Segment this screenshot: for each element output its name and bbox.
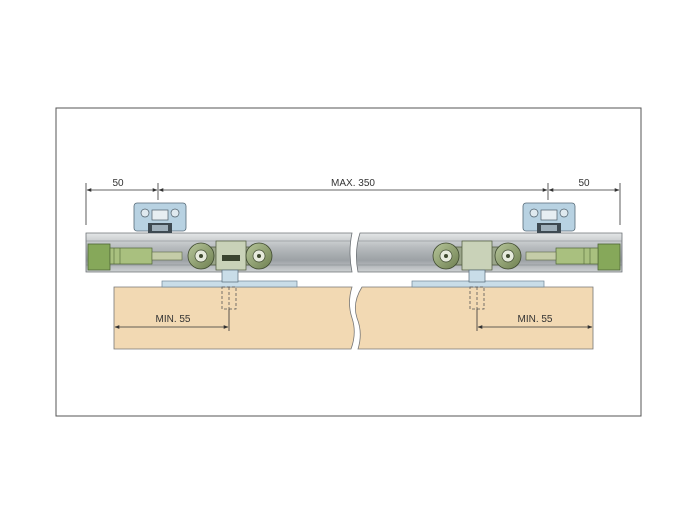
dim-label-min-left: MIN. 55 xyxy=(155,314,190,325)
dim-label-max-350: MAX. 350 xyxy=(331,178,375,189)
dim-label-right-50: 50 xyxy=(578,178,590,189)
dim-label-min-right: MIN. 55 xyxy=(517,314,552,325)
min-dimension-lines xyxy=(114,309,593,331)
ceiling-bracket-left xyxy=(133,202,187,233)
end-stop-right xyxy=(525,243,621,271)
top-dimension-lines xyxy=(85,183,621,225)
door-panels xyxy=(113,286,594,350)
ceiling-bracket-right xyxy=(522,202,576,233)
door-panel-left xyxy=(113,286,355,350)
door-panel-right xyxy=(354,286,594,350)
roller-carriage-right xyxy=(432,240,522,283)
end-stop-left xyxy=(87,243,183,271)
roller-carriage-left xyxy=(187,240,273,283)
dim-label-left-50: 50 xyxy=(112,178,124,189)
